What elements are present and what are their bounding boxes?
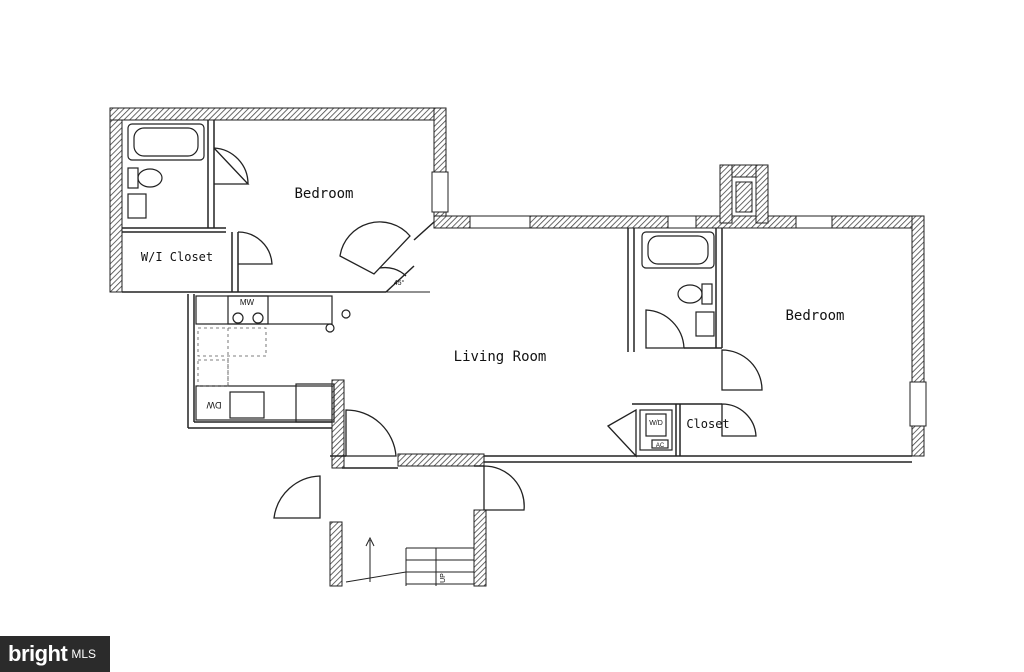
closet-label: Closet — [686, 417, 729, 431]
brand-watermark: bright MLS — [0, 636, 110, 672]
microwave-label: MW — [240, 298, 255, 307]
watermark-suffix: MLS — [71, 647, 97, 661]
doors — [213, 147, 763, 519]
wi-closet-label: W/I Closet — [141, 250, 213, 264]
ac-label: AC — [656, 443, 665, 449]
windows — [431, 171, 927, 427]
kitchen-guides — [197, 327, 267, 387]
bedroom-right-label: Bedroom — [785, 308, 844, 324]
dishwasher-label: DW — [206, 400, 221, 410]
bedroom-left-label: Bedroom — [294, 186, 353, 202]
washer-dryer-label: W/D — [649, 420, 663, 427]
watermark-brand: bright — [8, 641, 68, 666]
angle-label: 45° — [394, 279, 405, 287]
living-room-label: Living Room — [454, 349, 547, 365]
stairs-up-label: UP — [440, 573, 447, 583]
interior-walls — [122, 120, 912, 469]
fixtures — [127, 123, 715, 586]
exterior-walls — [109, 107, 925, 587]
